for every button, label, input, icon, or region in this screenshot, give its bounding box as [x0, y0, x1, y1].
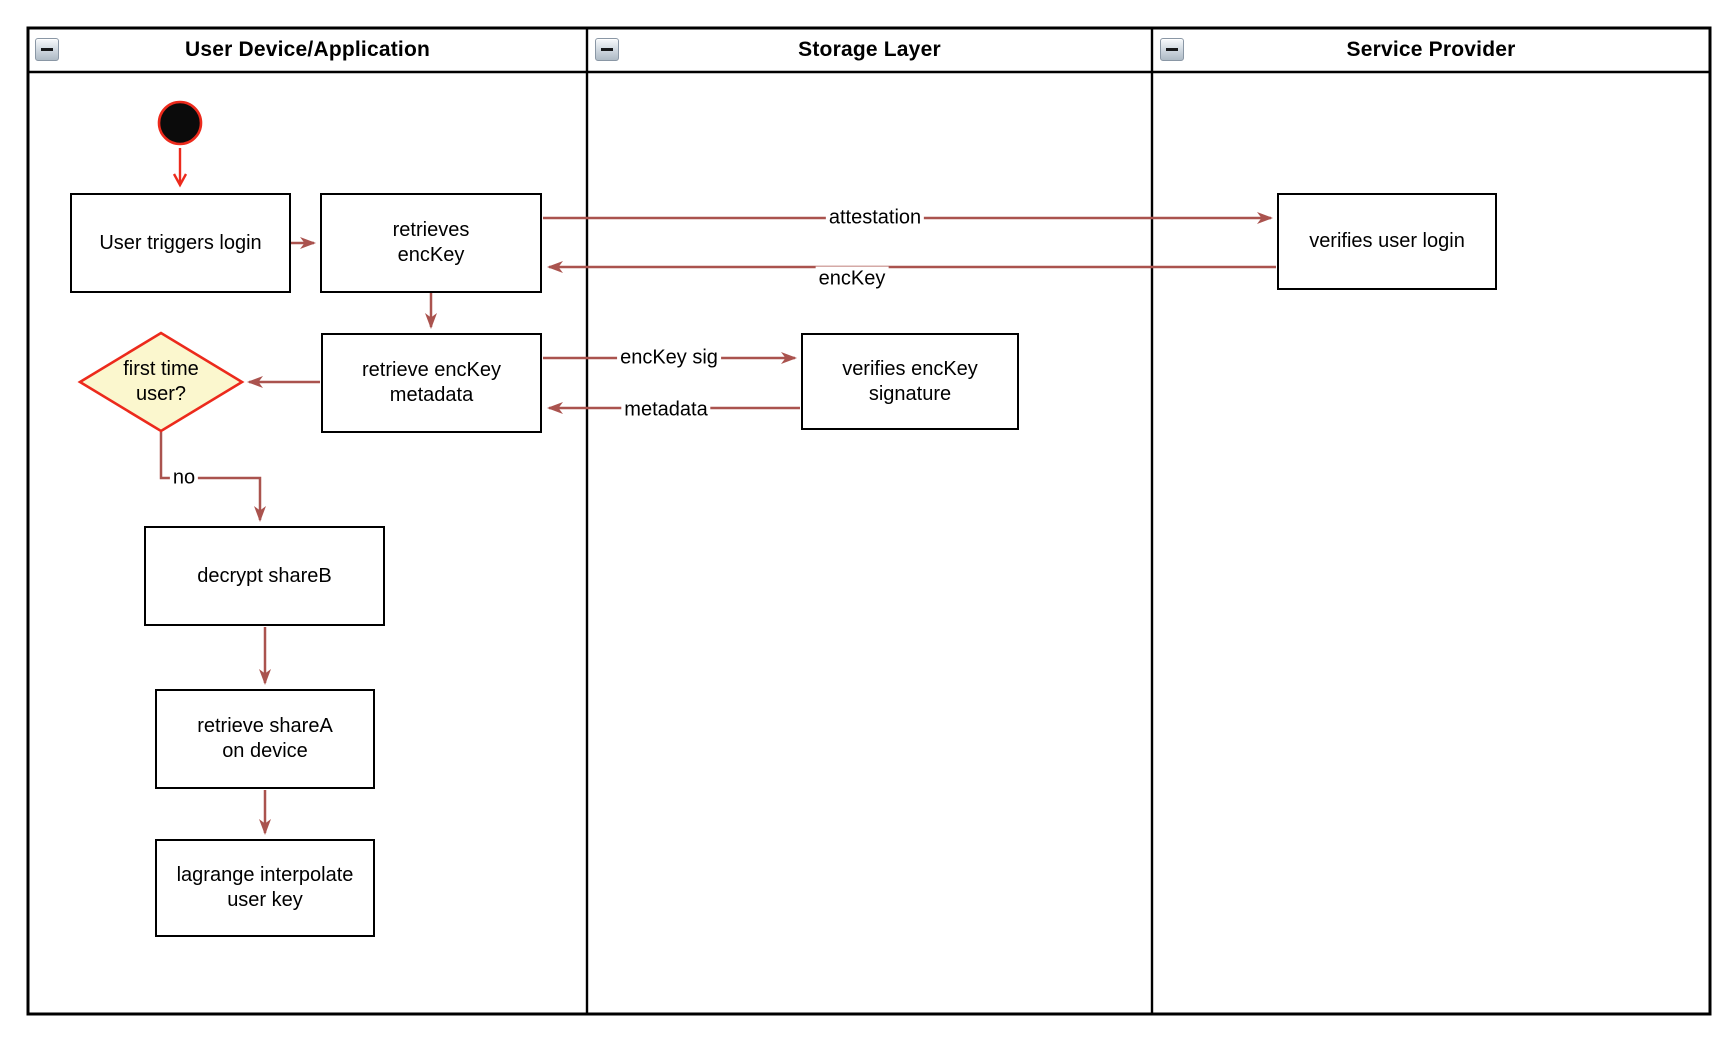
minus-icon — [1166, 48, 1178, 51]
lane-header-service-provider[interactable]: Service Provider — [1152, 28, 1710, 72]
collapse-lane-button[interactable] — [35, 38, 59, 61]
pool-frame — [26, 26, 1712, 1016]
lane-title: Service Provider — [1346, 38, 1516, 61]
node-user-triggers-login[interactable]: User triggers login — [70, 193, 291, 293]
node-decrypt-shareb[interactable]: decrypt shareB — [144, 526, 385, 626]
edge-label-metadata: metadata — [621, 397, 711, 423]
node-retrieve-enckey-metadata[interactable]: retrieve encKey metadata — [321, 333, 542, 433]
decision-diamond-label: first time user? — [123, 358, 199, 405]
collapse-lane-button[interactable] — [595, 38, 619, 61]
initial-node[interactable] — [157, 100, 203, 146]
lane-title: User Device/Application — [184, 38, 430, 61]
edge-label-no: no — [169, 465, 199, 491]
node-lagrange-interpolate[interactable]: lagrange interpolate user key — [155, 839, 375, 937]
edge-label-enckey-sig: encKey sig — [617, 345, 721, 371]
node-retrieves-enckey[interactable]: retrieves encKey — [320, 193, 542, 293]
edge-label-enckey: encKey — [815, 266, 889, 292]
minus-icon — [41, 48, 53, 51]
decision-diamond[interactable] — [77, 331, 245, 433]
edge-label-attestation: attestation — [825, 205, 925, 231]
lane-header-storage-layer[interactable]: Storage Layer — [587, 28, 1152, 72]
lane-header-user-device[interactable]: User Device/Application — [28, 28, 587, 72]
node-verifies-user-login[interactable]: verifies user login — [1277, 193, 1497, 290]
node-retrieve-sharea[interactable]: retrieve shareA on device — [155, 689, 375, 789]
collapse-lane-button[interactable] — [1160, 38, 1184, 61]
minus-icon — [601, 48, 613, 51]
edge-no-branch[interactable] — [159, 432, 266, 522]
lane-title: Storage Layer — [798, 38, 941, 61]
node-verifies-enckey-signature[interactable]: verifies encKey signature — [801, 333, 1019, 430]
